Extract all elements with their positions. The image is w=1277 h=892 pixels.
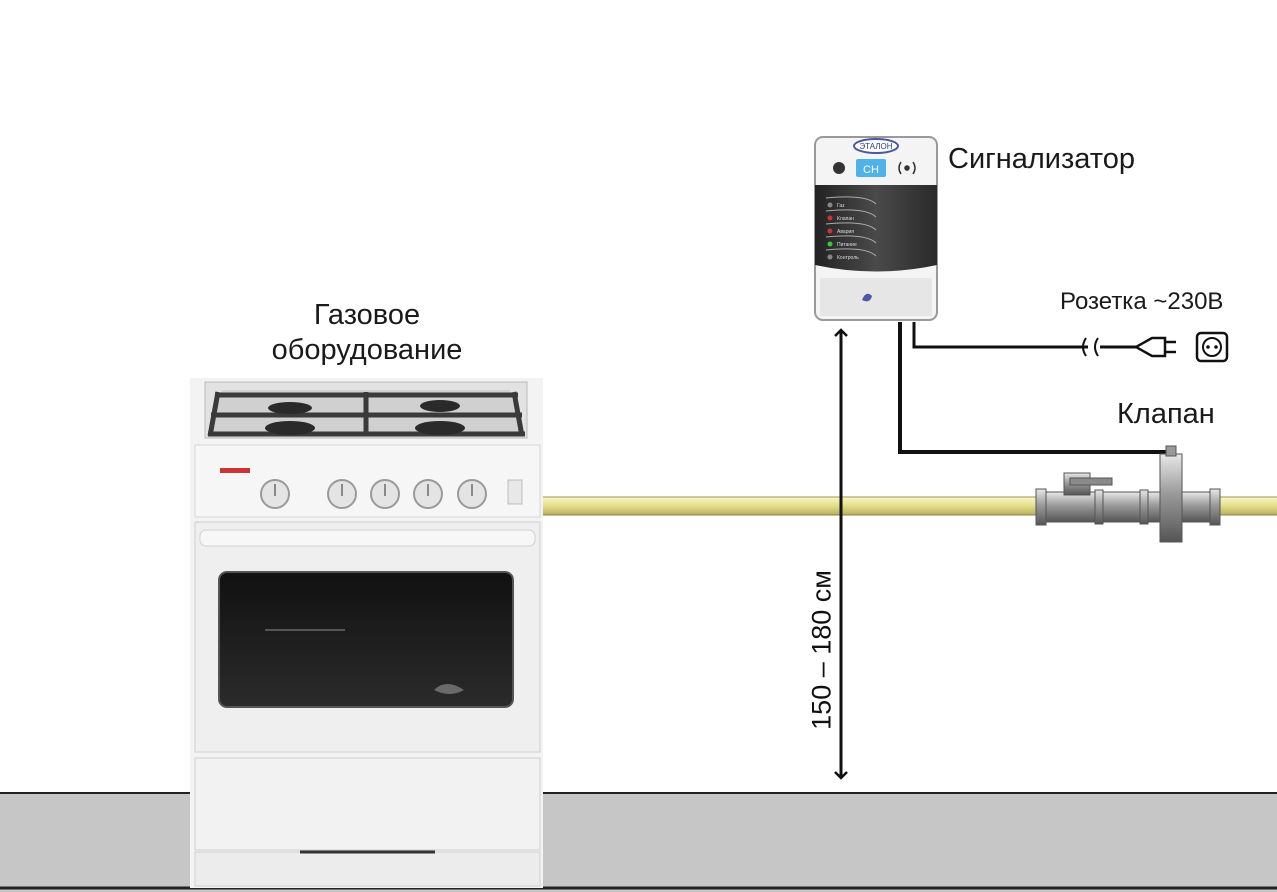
oven-door: [194, 521, 541, 753]
indicator-label: Газ: [837, 203, 845, 209]
alarm-label: Сигнализатор: [948, 143, 1135, 175]
alarm-indicator-list: Газ Клапан Авария Питание Контроль: [825, 196, 877, 261]
indicator-label: Питание: [837, 242, 857, 248]
plug-icon: [1133, 336, 1176, 358]
signal-icon: [898, 161, 916, 175]
indicator-label: Клапан: [837, 216, 854, 222]
solenoid-valve: [1035, 445, 1221, 543]
alarm-logo: ЭТАЛОН: [859, 142, 892, 151]
stove-label-line-1: Газовое: [313, 299, 421, 331]
height-label: 150 – 180 см: [806, 570, 837, 730]
gas-stove: [190, 378, 543, 888]
valve-cable: [898, 322, 1168, 454]
indicator-label: Контроль: [837, 255, 859, 261]
stove-label: Газовое оборудование: [232, 298, 502, 368]
alarm-display: CH: [863, 164, 879, 176]
valve-label: Клапан: [1117, 398, 1215, 430]
stove-control-panel: [194, 444, 541, 518]
socket-icon: [1195, 331, 1229, 363]
stove-label-line-2: оборудование: [271, 334, 463, 366]
burner-icon: [265, 400, 465, 435]
power-cable: [912, 322, 1136, 357]
stove-drawer: [194, 757, 541, 887]
brand-icon: [862, 293, 872, 302]
stove-cooktop: [204, 381, 528, 439]
indicator-label: Авария: [837, 229, 854, 235]
gas-alarm-device: ЭТАЛОН CH Газ Клапан Авария Питание Конт…: [814, 136, 938, 321]
socket-label: Розетка ~230В: [1060, 288, 1224, 315]
